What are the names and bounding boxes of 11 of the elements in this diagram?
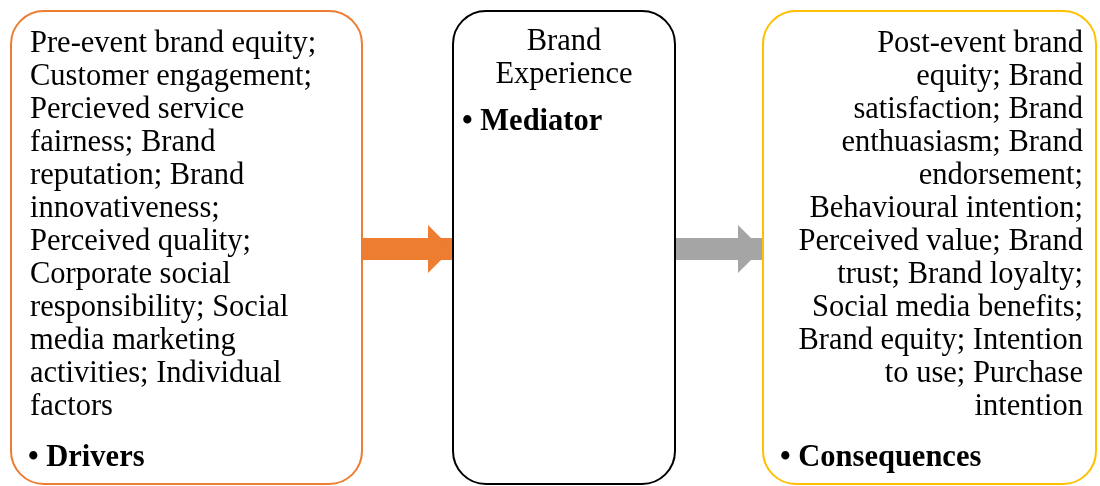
description-text: Pre-event brand equity; Customer engagement; Percieved service fairness; Brand reputation; Brand innovativeness; Perceived quality; Corporate social responsibility; Social media marketing activities; Individual factors xyxy=(30,26,318,422)
block-arrow xyxy=(676,225,762,273)
rounded-box xyxy=(10,10,363,485)
rounded-box xyxy=(452,10,676,485)
description-text: Brand Experience xyxy=(494,24,634,90)
bullet-heading: • Mediator xyxy=(462,104,603,137)
bullet-heading: • Drivers xyxy=(28,440,145,473)
bullet-heading: • Consequences xyxy=(780,440,982,473)
block-arrow xyxy=(363,225,452,273)
rounded-box xyxy=(762,10,1097,485)
description-text: Post-event brand equity; Brand satisfaction; Brand enthuasiasm; Brand endorsement; Behavioural intention; Perceived value; Brand trust; Brand loyalty; Social media benefits; Brand equity; Intention to use; Purchase intention xyxy=(797,26,1083,422)
